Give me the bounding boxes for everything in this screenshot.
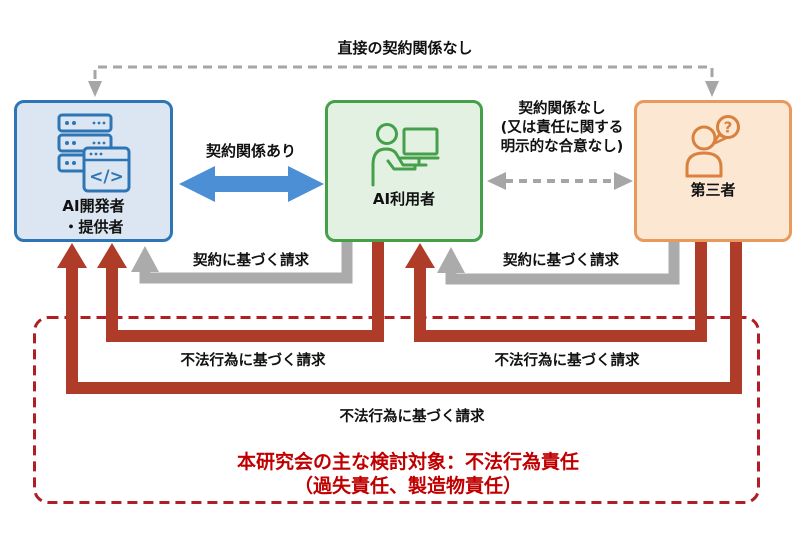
tort-claim-arrow-third-to-developer [57, 238, 742, 394]
arrow-shaft [93, 65, 714, 94]
node-label: 第三者 [690, 181, 736, 199]
arrow-head-up-icon [57, 243, 87, 268]
contract-claim-arrow-third-to-user [437, 238, 680, 285]
tort-claim-label-third-to-developer: 不法行為に基づく請求 [339, 409, 485, 425]
no-contract-detail-label: 契約関係なし (又は責任に関する 明示的な合意なし) [500, 101, 624, 155]
person-computer-icon [371, 123, 440, 187]
arrow-shaft [106, 238, 384, 342]
arrow-head-up-icon [405, 243, 435, 268]
tort-claim-label-user-to-developer: 不法行為に基づく請求 [180, 353, 326, 369]
person-question-icon: ? [685, 115, 740, 178]
contract-exists-label: 契約関係あり [205, 142, 297, 160]
no-direct-contract-label: 直接の契約関係なし [337, 39, 473, 57]
question-glyph: ? [724, 119, 733, 137]
arrow-shaft [66, 238, 742, 394]
node-label: AI利用者 [372, 190, 436, 208]
contract-relation-arrow [179, 166, 324, 202]
double-arrow-icon [179, 166, 324, 202]
contract-claim-arrow-user-to-developer [131, 238, 353, 284]
contract-claim-label-third-to-user: 契約に基づく請求 [503, 253, 619, 269]
server-code-icon: </> [57, 113, 130, 193]
tort-claim-arrow-user-to-developer [97, 238, 384, 342]
node-ai-user: AI利用者 [325, 100, 483, 242]
tort-claim-arrow-third-to-user [405, 238, 707, 342]
arrow-head-down-icon [705, 81, 719, 97]
no-direct-contract-arrow [88, 65, 719, 97]
node-third-party: ? 第三者 [634, 100, 792, 242]
tort-claim-label-third-to-user: 不法行為に基づく請求 [494, 353, 640, 369]
contract-claim-label-user-to-developer: 契約に基づく請求 [193, 253, 309, 269]
arrow-shaft [445, 238, 680, 285]
focus-note: 本研究会の主な検討対象：不法行為責任 （過失責任、製造物責任） [236, 451, 580, 497]
no-contract-dashed-arrow [487, 172, 633, 190]
code-glyph: </> [89, 167, 124, 187]
arrow-head-up-icon [437, 247, 465, 273]
arrow-head-left-icon [487, 172, 506, 190]
node-label: AI開発者 ・提供者 [62, 197, 125, 236]
arrow-head-up-icon [97, 243, 127, 268]
arrow-head-down-icon [88, 81, 102, 97]
node-ai-developer: </> AI開発者 ・提供者 [14, 100, 173, 242]
arrow-head-up-icon [131, 246, 159, 272]
arrow-shaft [414, 238, 707, 342]
arrow-shaft [139, 238, 353, 284]
arrow-head-right-icon [614, 172, 633, 190]
